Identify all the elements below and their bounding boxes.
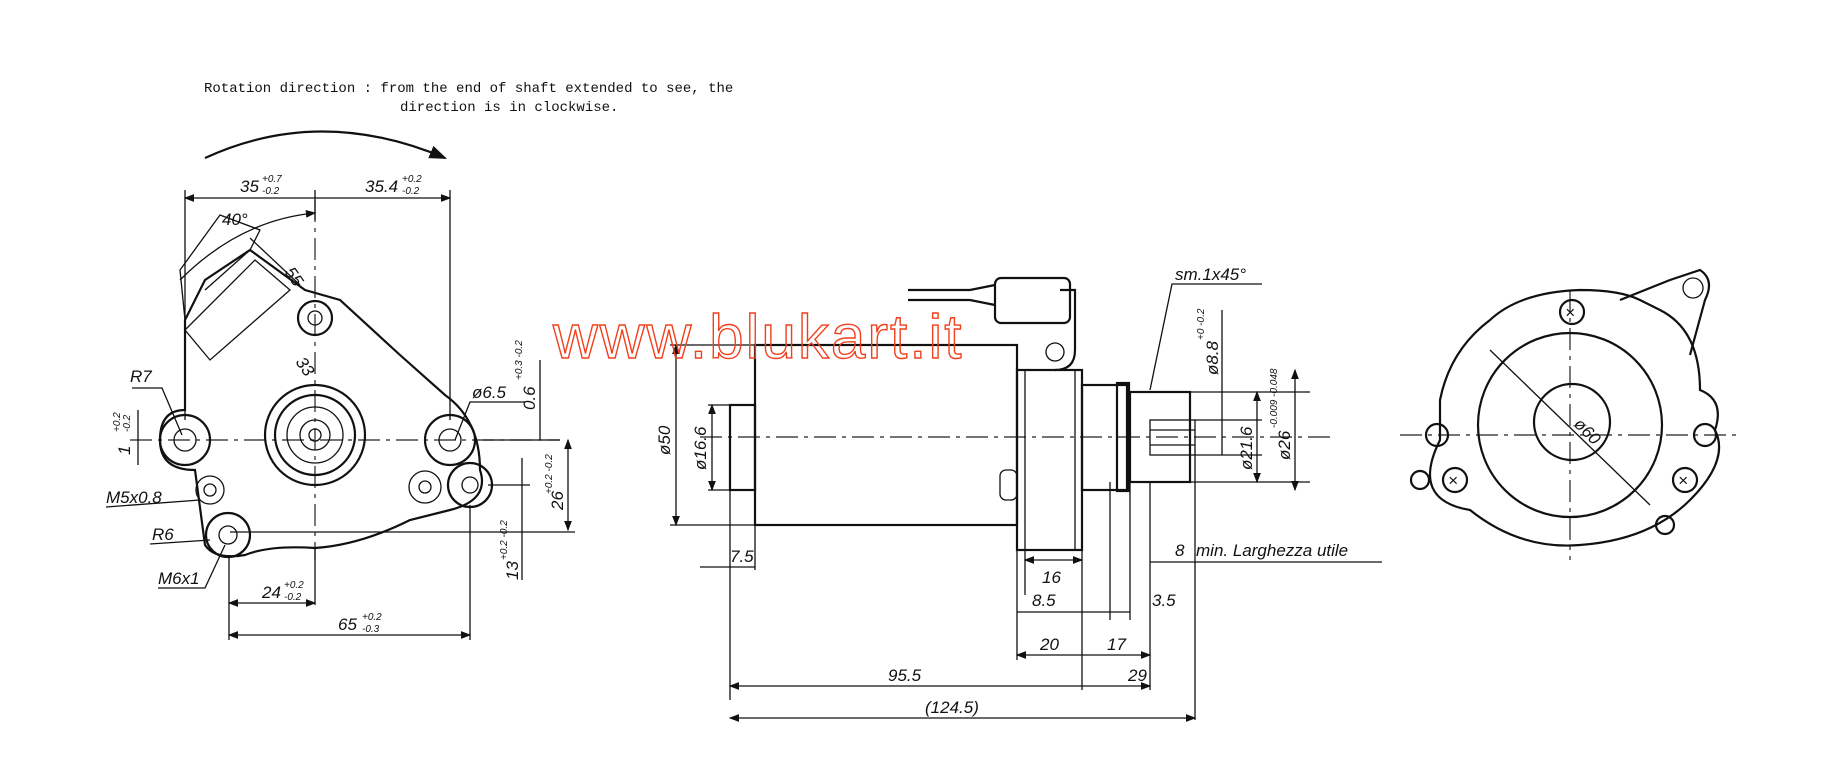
dim-8-5: 8.5 [1032,591,1056,610]
dim-65-tol-up: +0.2 [362,612,382,623]
dim-24-tol-dn: -0.2 [284,592,302,603]
dim-0-6: 0.6 [520,386,539,410]
dim-7-5: 7.5 [730,547,754,566]
dim-24: 24 [261,583,281,602]
dim-13-tol: +0.2 -0.2 [499,520,510,560]
dim-phi-60: ø60 [1570,414,1605,449]
dim-phi-8-8-tol: +0 -0.2 [1196,308,1207,340]
dim-35-tol-dn: -0.2 [262,186,280,197]
label-m5x0-8: M5x0.8 [106,488,162,507]
dim-8: 8 [1175,541,1185,560]
dim-0-6-tol: +0.3 -0.2 [514,340,525,380]
dim-13: 13 [503,561,522,580]
motor-body [753,343,1019,527]
front-view: 35 +0.7 -0.2 35.4 +0.2 -0.2 40° 55 33 R7… [105,130,575,640]
dim-1-tol-up: +0.2 [112,412,123,432]
dim-95-5: 95.5 [888,666,922,685]
flange-circle [1476,331,1664,519]
label-r6: R6 [152,525,174,544]
svg-text:×: × [1678,471,1688,490]
dim-phi-8-8: ø8.8 [1203,340,1222,375]
dim-29: 29 [1127,666,1147,685]
svg-text:×: × [1565,303,1575,322]
side-view: ø50 ø16.6 7.5 sm.1x45° ø8.8 +0 -0.2 ø21.… [655,265,1382,722]
dim-35-4-tol-up: +0.2 [402,174,422,185]
dim-phi-26: ø26 [1275,430,1294,460]
rotation-note-line1: Rotation direction : from the end of sha… [204,81,733,97]
dim-phi-50: ø50 [655,425,674,455]
rotation-note-line2: direction is in clockwise. [400,100,618,116]
dim-3-5: 3.5 [1152,591,1176,610]
dim-phi-26-tol: -0.009 -0.048 [1269,368,1280,428]
dim-1: 1 [115,446,134,455]
rotation-arrow [204,130,448,160]
dim-20: 20 [1039,635,1059,654]
dim-phi-16-6: ø16.6 [691,426,710,470]
angle-40: 40° [222,210,248,229]
watermark: www.blukart.it [552,303,963,372]
useful-width-note: min. Larghezza utile [1196,541,1348,560]
dim-65: 65 [338,615,357,634]
dim-1-tol-dn: -0.2 [122,414,133,432]
dim-16: 16 [1042,568,1061,587]
dim-124-5: (124.5) [925,698,979,717]
dim-24-tol-up: +0.2 [284,580,304,591]
dim-26-tol: +0.2 -0.2 [544,454,555,494]
dim-35-tol-up: +0.7 [262,174,282,185]
label-m6x1: M6x1 [158,569,200,588]
svg-text:×: × [1448,471,1458,490]
dim-35-4-tol-dn: -0.2 [402,186,420,197]
dim-65-tol-dn: -0.3 [362,624,380,635]
dim-phi-21-6: ø21.6 [1237,426,1256,470]
dim-35-4: 35.4 [365,177,398,196]
chamfer-note: sm.1x45° [1175,265,1246,284]
rear-view: ø60 × × × [1400,268,1740,560]
dim-35: 35 [240,177,259,196]
dim-17: 17 [1107,635,1126,654]
dim-26: 26 [548,491,567,511]
connector [993,276,1072,325]
label-phi-6-5: ø6.5 [472,383,507,402]
label-r7: R7 [130,367,152,386]
